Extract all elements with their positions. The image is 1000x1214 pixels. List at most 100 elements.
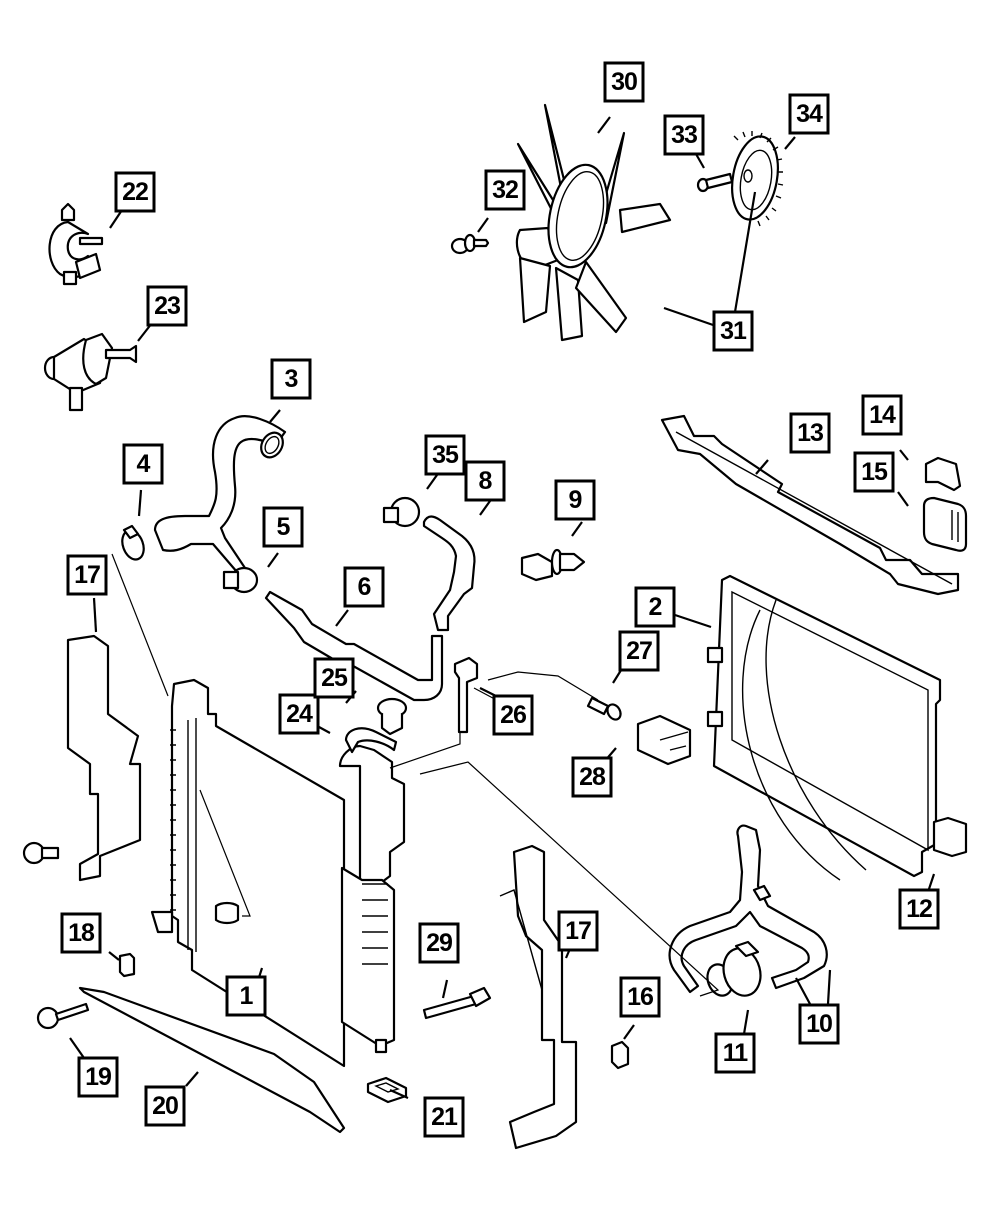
callout-label: 31 (720, 317, 747, 345)
overflow-hose-6-drawing (264, 590, 444, 702)
callout-21[interactable]: 21 (423, 1096, 465, 1138)
fan-clutch-34-drawing (731, 131, 784, 228)
callout-24[interactable]: 24 (278, 693, 320, 735)
callout-16[interactable]: 16 (619, 976, 661, 1018)
callout-6[interactable]: 6 (343, 566, 385, 608)
callout-25[interactable]: 25 (313, 657, 355, 699)
callout-label: 3 (285, 365, 298, 393)
hose-clamp-5-drawing (222, 566, 259, 594)
callout-label: 14 (869, 401, 896, 429)
clip-14-drawing (924, 456, 962, 492)
callout-label: 10 (806, 1010, 832, 1038)
callout-label: 30 (611, 68, 637, 96)
upper-support-13-drawing (660, 414, 960, 596)
callout-1[interactable]: 1 (225, 975, 267, 1017)
hose-clamp-35-drawing (382, 496, 421, 528)
callout-label: 25 (321, 664, 348, 692)
callout-label: 32 (492, 176, 518, 204)
callout-label: 28 (579, 763, 606, 791)
callout-33[interactable]: 33 (663, 114, 705, 156)
callout-label: 17 (74, 561, 100, 589)
callout-label: 17 (565, 917, 591, 945)
clip-18-drawing (118, 952, 136, 978)
callout-26[interactable]: 26 (492, 694, 534, 736)
hose-clip-9-drawing (520, 548, 586, 582)
callout-label: 22 (122, 178, 148, 206)
callout-12[interactable]: 12 (898, 888, 940, 930)
level-sensor-26-drawing (453, 656, 479, 734)
fan-blade-30-drawing (515, 103, 672, 342)
pressure-cap-25-drawing (376, 697, 408, 736)
callout-19[interactable]: 19 (77, 1056, 119, 1098)
callout-label: 26 (500, 701, 526, 729)
callout-18[interactable]: 18 (60, 912, 102, 954)
bolt-left-drawing (22, 841, 60, 865)
callout-23[interactable]: 23 (146, 285, 188, 327)
callout-13[interactable]: 13 (789, 412, 831, 454)
shroud-clip-12-drawing (932, 816, 968, 858)
radiator-isolator-21-drawing (366, 1076, 408, 1104)
callout-label: 27 (626, 637, 652, 665)
assembly-lines (111, 553, 720, 997)
clip-16-drawing (610, 1040, 630, 1070)
callout-label: 2 (649, 593, 662, 621)
hose-connector-23-drawing (43, 332, 138, 412)
callout-30[interactable]: 30 (603, 61, 645, 103)
callout-20[interactable]: 20 (144, 1085, 186, 1127)
callout-28[interactable]: 28 (571, 756, 613, 798)
callout-label: 24 (286, 700, 313, 728)
callout-34[interactable]: 34 (788, 93, 830, 135)
hose-clamp-11-drawing (722, 940, 762, 997)
callout-label: 11 (723, 1039, 749, 1067)
connector-28-drawing (636, 714, 692, 766)
hose-clamp-4-drawing (121, 524, 145, 561)
callout-2[interactable]: 2 (634, 586, 676, 628)
callout-label: 33 (671, 121, 697, 149)
callout-label: 19 (85, 1063, 111, 1091)
screw-19-drawing (36, 1002, 90, 1030)
hose-8-drawing (422, 515, 476, 632)
callout-label: 21 (431, 1103, 458, 1131)
upper-radiator-hose-3-drawing (153, 415, 287, 574)
radiator-1-drawing (150, 678, 406, 1068)
callout-label: 5 (277, 513, 291, 541)
callout-label: 6 (358, 573, 371, 601)
air-seal-17-left-drawing (66, 634, 142, 882)
callout-label: 13 (797, 419, 823, 447)
callout-label: 34 (796, 100, 823, 128)
callout-5[interactable]: 5 (262, 506, 304, 548)
temperature-sensor-27-drawing (586, 696, 622, 721)
callout-22[interactable]: 22 (114, 171, 156, 213)
callout-35[interactable]: 35 (424, 434, 466, 476)
callout-31[interactable]: 31 (712, 310, 754, 352)
callout-label: 18 (68, 919, 95, 947)
callout-4[interactable]: 4 (122, 443, 164, 485)
callout-14[interactable]: 14 (861, 394, 903, 436)
callout-label: 4 (137, 450, 151, 478)
callout-32[interactable]: 32 (484, 169, 526, 211)
callout-10[interactable]: 10 (798, 1003, 840, 1045)
lower-air-deflector-20-drawing (78, 986, 346, 1134)
callout-label: 9 (569, 486, 582, 514)
callout-17-right[interactable]: 17 (557, 910, 599, 952)
callout-label: 20 (152, 1092, 178, 1120)
bolt-33-drawing (696, 172, 734, 193)
callout-11[interactable]: 11 (714, 1032, 756, 1074)
callout-29[interactable]: 29 (418, 922, 460, 964)
callout-17-left[interactable]: 17 (66, 554, 108, 596)
callout-27[interactable]: 27 (618, 630, 660, 672)
callout-label: 15 (861, 458, 888, 486)
callout-8[interactable]: 8 (464, 460, 506, 502)
callout-label: 12 (906, 895, 932, 923)
callout-label: 29 (426, 929, 452, 957)
callout-3[interactable]: 3 (270, 358, 312, 400)
callout-9[interactable]: 9 (554, 479, 596, 521)
hose-connector-22-drawing (48, 202, 104, 286)
callout-label: 23 (154, 292, 180, 320)
callout-label: 35 (432, 441, 459, 469)
leader-lines (69, 116, 936, 1100)
callout-15[interactable]: 15 (853, 451, 895, 493)
callout-label: 1 (240, 982, 254, 1010)
isolator-15-drawing (922, 496, 968, 552)
